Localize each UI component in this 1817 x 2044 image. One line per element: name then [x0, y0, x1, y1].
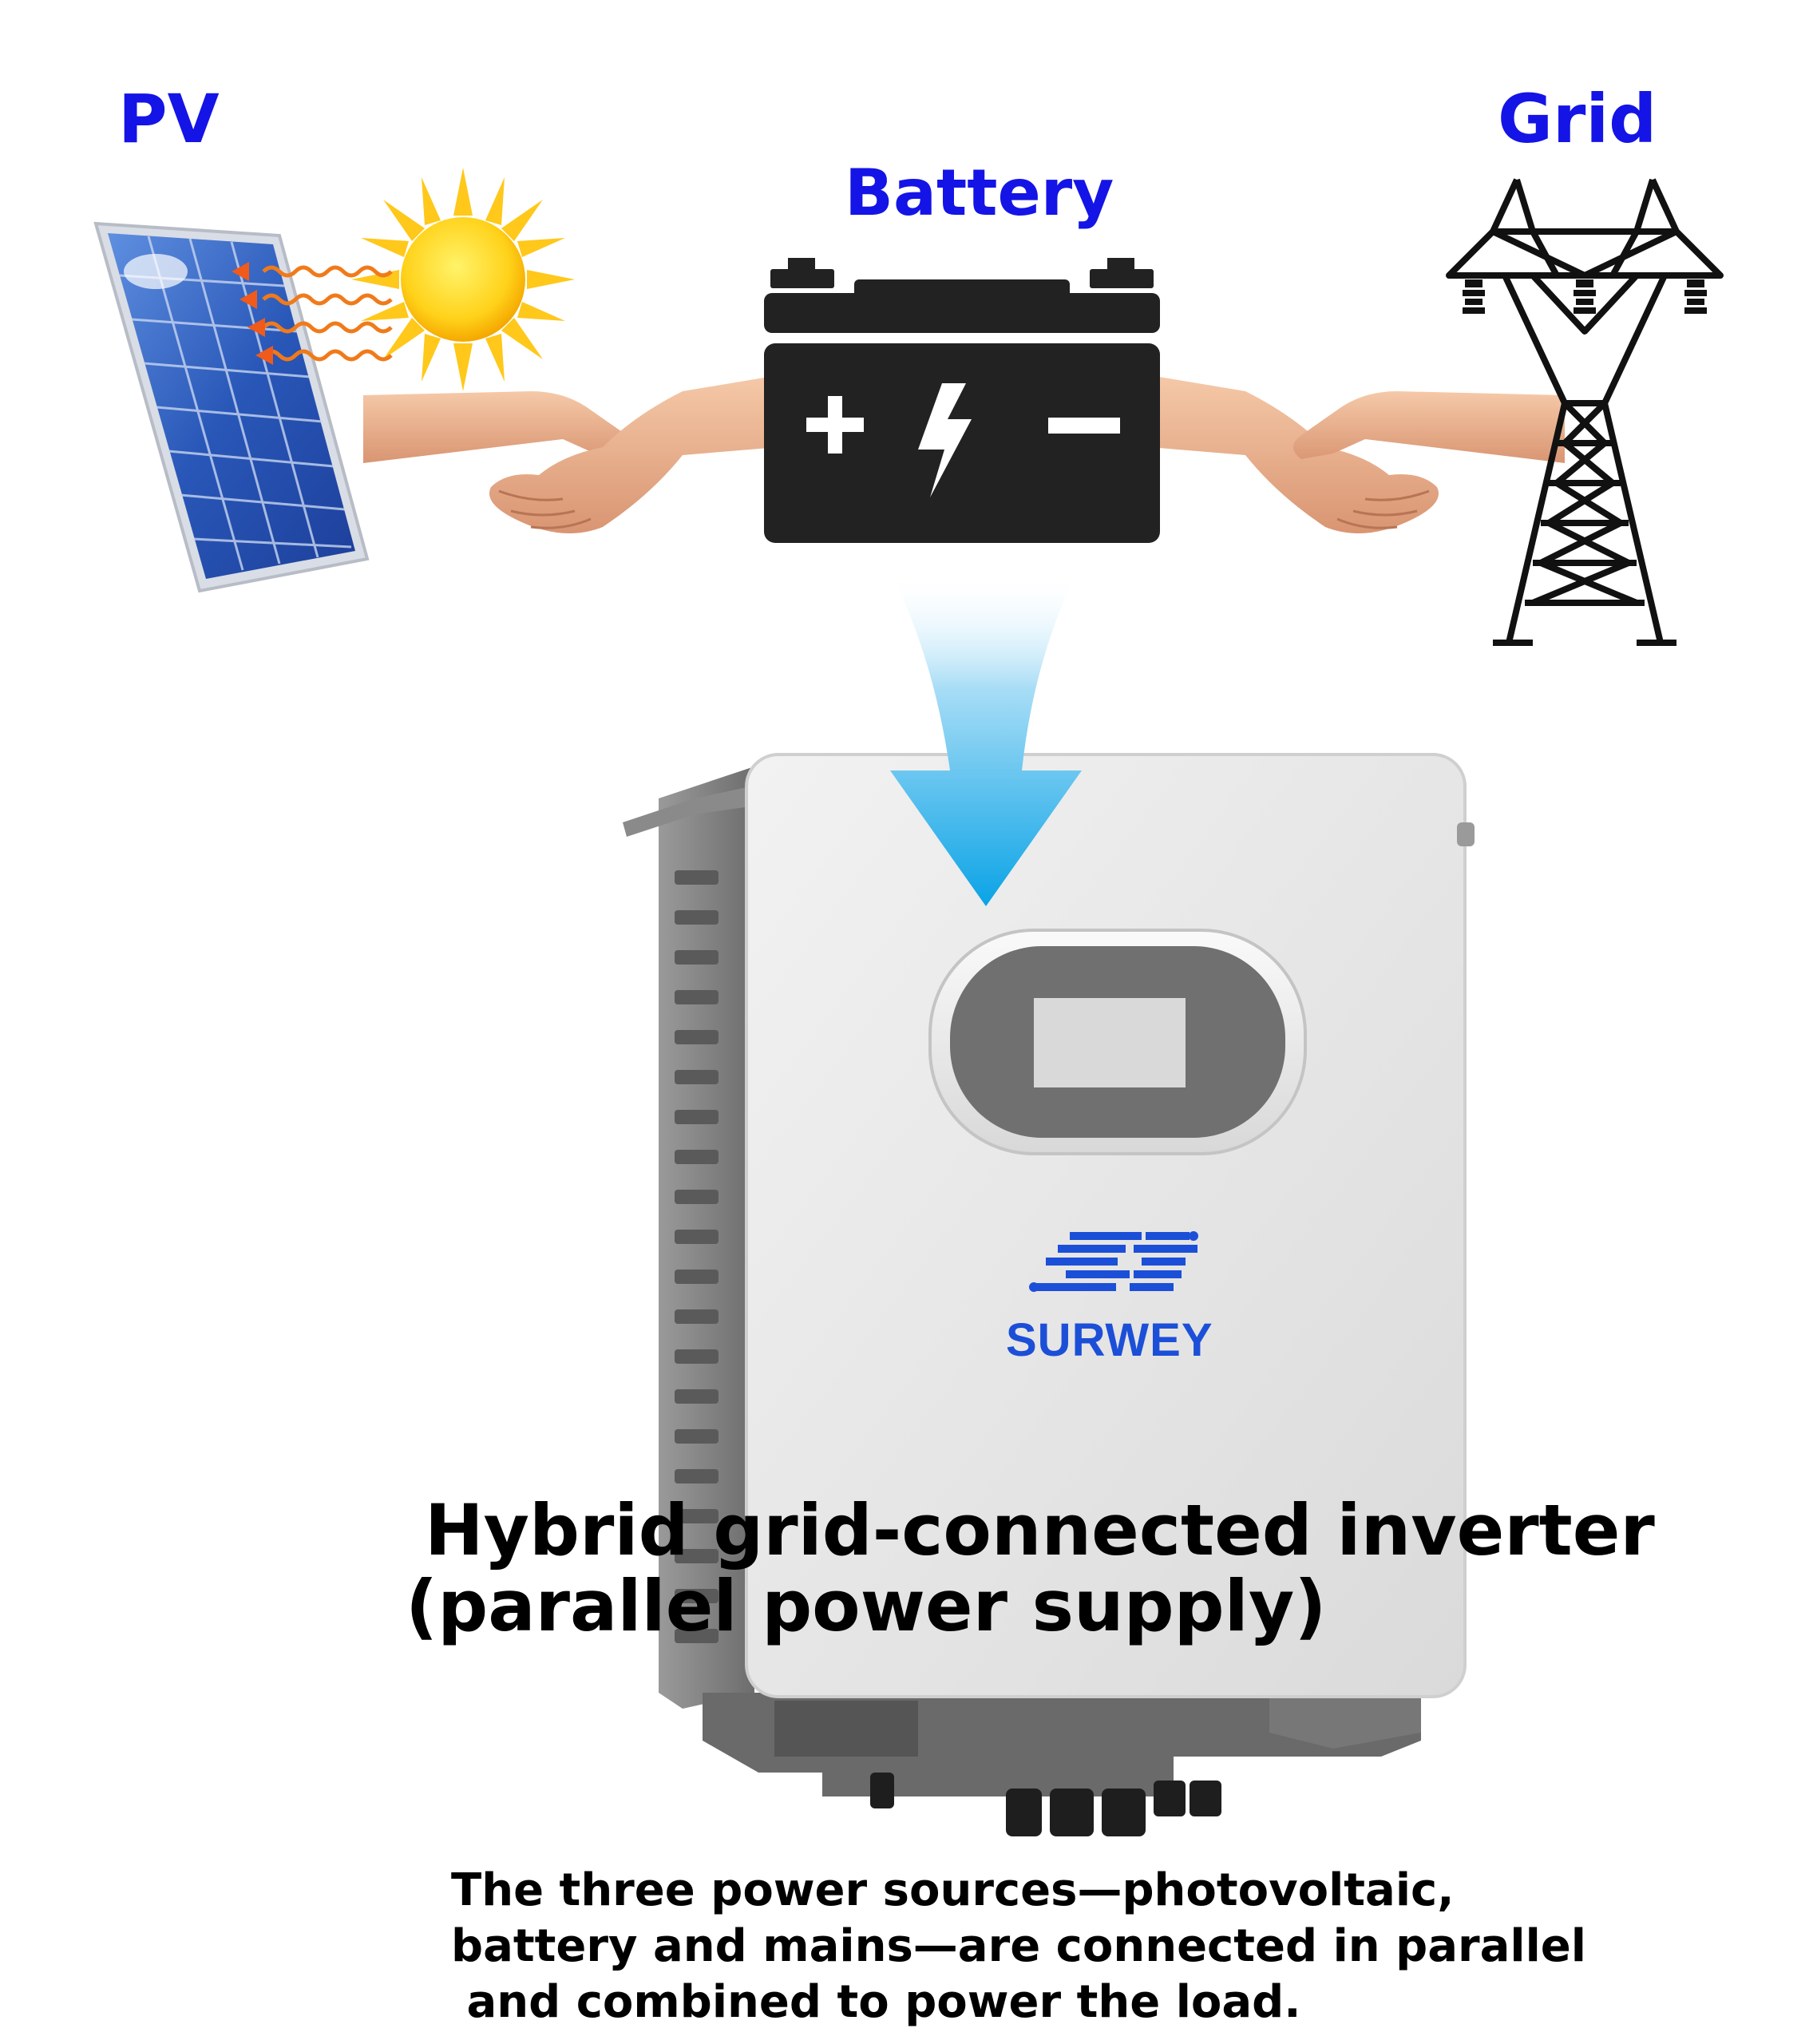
battery-icon — [762, 244, 1162, 547]
solar-panel-icon — [80, 216, 383, 599]
pv-label: PV — [118, 80, 220, 158]
brand-logo: SURWEY — [998, 1226, 1237, 1377]
down-arrow-icon — [886, 571, 1086, 910]
power-tower-icon — [1445, 172, 1724, 651]
brand-name: SURWEY — [1006, 1314, 1213, 1366]
description-line-2: battery and mains—are connected in paral… — [451, 1920, 1586, 1972]
grid-label: Grid — [1498, 80, 1657, 158]
description-line-1: The three power sources—photovoltaic, — [451, 1864, 1455, 1916]
surwey-logo-icon — [1029, 1231, 1198, 1292]
title-line-2: (parallel power supply) — [406, 1565, 1327, 1647]
handshake-left-icon — [363, 359, 778, 551]
handshake-right-icon — [1150, 359, 1565, 551]
title-line-1: Hybrid grid-connected inverter — [425, 1489, 1655, 1571]
inverter-device — [615, 751, 1517, 1852]
battery-label: Battery — [845, 156, 1114, 230]
sunlight-rays-icon — [232, 256, 399, 375]
description-line-3: and combined to power the load. — [451, 1976, 1301, 2028]
